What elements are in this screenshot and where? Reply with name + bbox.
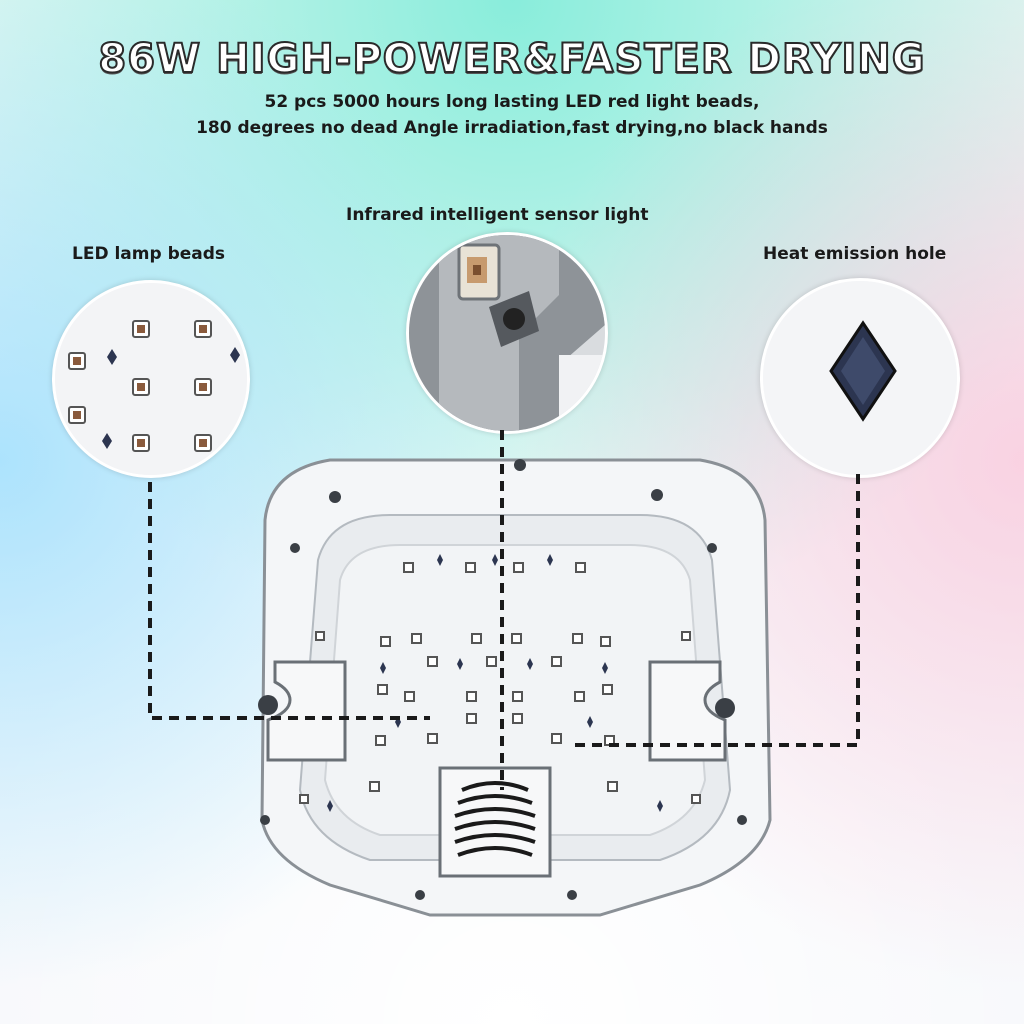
callout-led-label: LED lamp beads: [72, 244, 226, 264]
subline-2: 180 degrees no dead Angle irradiation,fa…: [196, 118, 828, 138]
subline-1: 52 pcs 5000 hours long lasting LED red l…: [264, 92, 760, 112]
led-zoom-circle: [52, 280, 250, 478]
heat-zoom-circle: [760, 278, 960, 478]
diamond-icon: [102, 347, 240, 449]
sensor-icon: [503, 308, 525, 330]
screw-hole-icon: [260, 459, 747, 900]
headline: 86W HIGH-POWER&FASTER DRYING: [97, 35, 926, 83]
interior-diamonds: [327, 554, 663, 812]
interior-led-beads: [299, 562, 701, 804]
led-bead-icon: [68, 320, 212, 452]
dashed-connector-lines: [148, 430, 860, 790]
callout-heat-label: Heat emission hole: [763, 244, 947, 264]
sensor-zoom-circle: [406, 232, 608, 434]
callout-sensor-label: Infrared intelligent sensor light: [346, 205, 649, 225]
